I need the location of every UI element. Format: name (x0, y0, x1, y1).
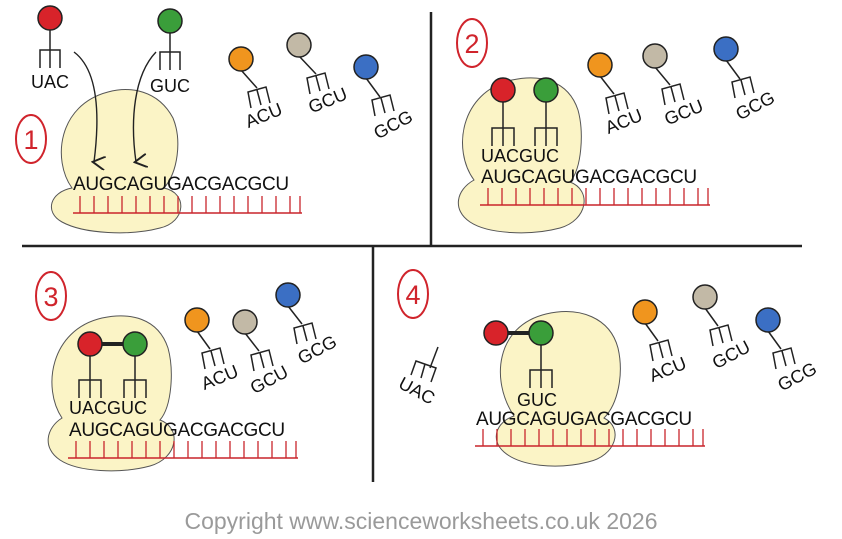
trna-uac: UAC (31, 5, 69, 92)
trna-gcu: GCU (642, 43, 706, 130)
amino-acid-blue (713, 36, 739, 62)
trna-released: UAC (395, 346, 439, 408)
anticodon-label: UAC (31, 72, 69, 92)
amino-acid-tan (286, 32, 312, 58)
trna-acu: ACU (587, 52, 645, 138)
paired-anticodons: GUC (517, 390, 557, 410)
ribosome (495, 311, 621, 467)
step-number-circle (456, 18, 488, 68)
mrna-sequence: AUGCAGUGACGACGCU (476, 409, 692, 430)
step-number: 1 (23, 125, 38, 155)
arrow-trna-guc (133, 51, 157, 162)
arrow-trna-uac (73, 51, 97, 162)
anticodon-label: GCG (732, 87, 778, 124)
mrna-strand: AUGCAGUGACGACGCU (480, 167, 710, 206)
step-number-circle (35, 271, 67, 321)
amino-acid-orange (228, 46, 254, 72)
amino-acid-red (490, 77, 516, 103)
amino-acid-orange (632, 299, 658, 325)
amino-acid-green (157, 8, 183, 34)
trna-gcg: GCG (713, 36, 778, 124)
mrna-strand: AUGCAGUGACGACGCU (475, 409, 705, 447)
amino-acid-red (77, 331, 103, 357)
anticodon-label: GCG (294, 331, 340, 368)
trna-bound-red (77, 331, 103, 398)
panel-step-4: 4 AUGCAGUGACGACGCU GUC UAC ACU (395, 269, 820, 467)
trna-gcu: GCU (692, 284, 754, 373)
anticodon-label: GCG (370, 106, 416, 143)
mrna-sequence: AUGCAGUGACGACGCU (69, 420, 285, 441)
mrna-strand: AUGCAGUGACGACGCU (68, 420, 298, 459)
anticodon-label: GCU (305, 84, 350, 118)
amino-acid-green (528, 320, 554, 346)
amino-acid-red (483, 320, 509, 346)
panel-step-2: 2 AUGCAGUGACGACGCU UACGUC ACU (456, 18, 778, 234)
trna-acu: ACU (228, 46, 285, 132)
trna-acu: ACU (632, 299, 689, 386)
trna-guc: GUC (150, 8, 190, 96)
trna-gcg: GCG (353, 54, 416, 143)
amino-acid-red (37, 5, 63, 31)
panel-step-1: 1 AUGCAGUGACGACGCU UAC GUC ACU (15, 5, 416, 234)
trna-bound-green (122, 331, 148, 398)
panel-step-3: 3 AUGCAGUGACGACGCU UACGUC ACU (35, 271, 340, 472)
copyright-footer: Copyright www.scienceworksheets.co.uk 20… (184, 508, 658, 534)
trna-gcu: GCU (286, 32, 350, 118)
paired-anticodons: UACGUC (69, 398, 147, 418)
step-number: 2 (464, 29, 479, 59)
ribosome (50, 89, 182, 234)
step-number-circle (397, 269, 429, 319)
anticodon-label: GCU (661, 96, 706, 130)
amino-acid-orange (587, 52, 613, 78)
amino-acid-tan (642, 43, 668, 69)
step-number: 4 (405, 280, 420, 310)
mrna-sequence: AUGCAGUGACGACGCU (481, 167, 697, 188)
amino-acid-tan (692, 284, 718, 310)
anticodon-label: GCU (709, 336, 754, 372)
step-number: 3 (43, 282, 58, 312)
amino-acid-blue (353, 54, 379, 80)
amino-acid-orange (184, 307, 210, 333)
trna-gcg: GCG (275, 282, 340, 368)
trna-bound-green (533, 77, 559, 146)
anticodon-label: GUC (150, 76, 190, 96)
anticodon-label: GCG (774, 358, 820, 395)
trna-gcg: GCG (755, 307, 820, 395)
mrna-strand: AUGCAGUGACGACGCU (73, 174, 302, 214)
ribosome (47, 315, 175, 472)
mrna-sequence: AUGCAGUGACGACGCU (73, 174, 289, 195)
paired-anticodons: UACGUC (481, 146, 559, 166)
trna-bound-green (528, 320, 554, 388)
amino-acid-green (533, 77, 559, 103)
trna-bound-red (490, 77, 516, 146)
amino-acid-blue (755, 307, 781, 333)
step-number-circle (15, 114, 47, 164)
amino-acid-blue (275, 282, 301, 308)
anticodon-label: ACU (242, 99, 285, 132)
amino-acid-tan (232, 309, 258, 335)
amino-acid-green (122, 331, 148, 357)
trna-gcu: GCU (232, 309, 292, 398)
